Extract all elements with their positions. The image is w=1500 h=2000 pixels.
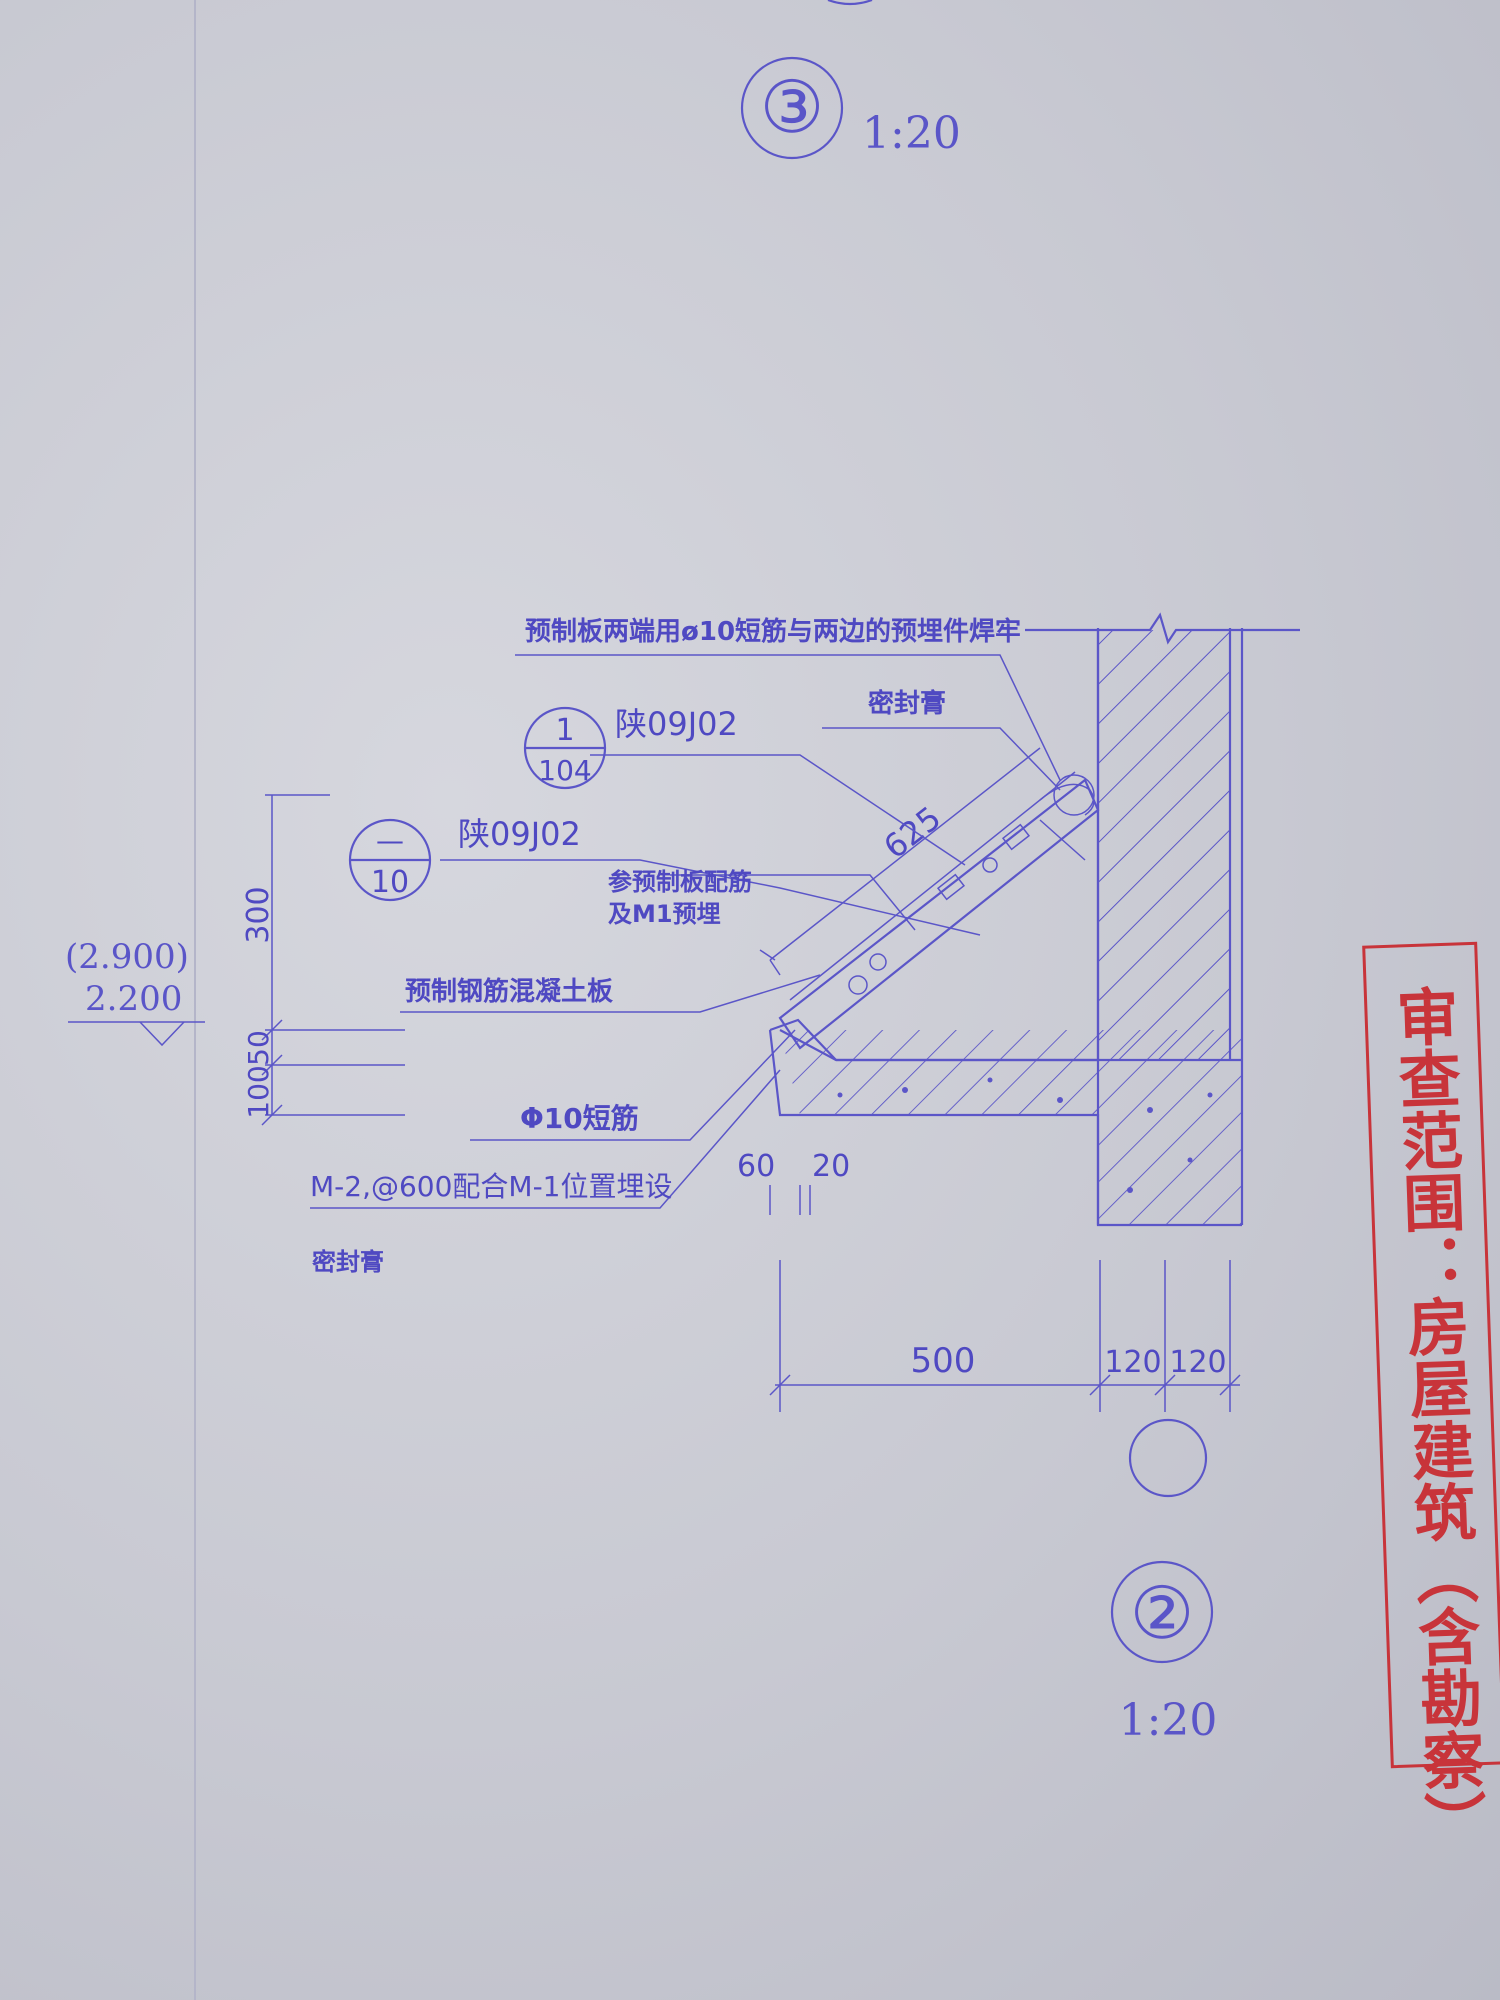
detail-ref-bubble-2: — 10 陕09J02 — [348, 815, 581, 902]
elevation-value: 2.200 — [85, 979, 182, 1019]
note-precast-slab: 预制钢筋混凝土板 — [405, 976, 613, 1007]
previous-bubble-edge — [827, 0, 873, 6]
precast-slab — [778, 771, 1100, 1050]
review-stamp: 审查范围：房屋建筑（含勘察） — [1362, 941, 1500, 1854]
note-rebar-ref-1: 参预制板配筋 — [608, 868, 752, 896]
note-sealant-bottom: 密封膏 — [312, 1248, 384, 1276]
detail-ref-bubble-1: 1 104 陕09J02 — [523, 705, 738, 790]
top-detail-marker: ③ 1:20 — [740, 56, 961, 160]
dim-60: 60 — [737, 1149, 775, 1184]
ref1-code: 陕09J02 — [615, 705, 738, 743]
axis-bubble — [1128, 1418, 1208, 1498]
bottom-detail-scale: 1:20 — [1119, 1695, 1218, 1746]
dim-120-b: 120 — [1169, 1345, 1226, 1380]
ref2-code: 陕09J02 — [458, 815, 581, 853]
bottom-detail-marker: ② 1:20 — [1110, 1560, 1218, 1746]
small-dimensions: 60 20 — [737, 1149, 850, 1215]
svg-text:10: 10 — [371, 865, 409, 900]
note-rebar-ref-2: 及M1预埋 — [608, 900, 721, 928]
top-detail-scale: 1:20 — [862, 108, 961, 159]
note-embed: M-2,@600配合M-1位置埋设 — [310, 1170, 673, 1203]
bottom-detail-number: ② — [1130, 1571, 1195, 1655]
svg-text:104: 104 — [538, 754, 591, 787]
elevation-marker: (2.900) 2.200 — [65, 937, 205, 1047]
review-stamp-text: 审查范围：房屋建筑（含勘察） — [1385, 984, 1488, 1854]
dim-500: 500 — [911, 1341, 976, 1381]
svg-text:1: 1 — [555, 713, 574, 748]
slope-dimension: 625 — [769, 747, 1041, 976]
note-weld-short-bars: 预制板两端用ø10短筋与两边的预埋件焊牢 — [525, 616, 1021, 647]
dim-20: 20 — [812, 1149, 850, 1184]
note-sealant-top: 密封膏 — [868, 688, 946, 719]
left-dimension-chain: 300 50 100 — [241, 794, 405, 1126]
dim-50: 50 — [242, 1030, 275, 1066]
svg-text:—: — — [376, 824, 404, 857]
dim-100: 100 — [242, 1065, 275, 1118]
elevation-paren: (2.900) — [65, 937, 189, 977]
top-detail-number: ③ — [760, 65, 825, 149]
dim-slope-625: 625 — [877, 799, 949, 867]
leader-lines — [310, 654, 1061, 1209]
bottom-dimension-chain: 500 120 120 — [769, 1260, 1241, 1412]
concrete-gutter — [768, 630, 1242, 1227]
note-short-bar: Φ10短筋 — [520, 1102, 639, 1135]
dim-120-a: 120 — [1104, 1345, 1161, 1380]
dim-300: 300 — [241, 886, 276, 943]
